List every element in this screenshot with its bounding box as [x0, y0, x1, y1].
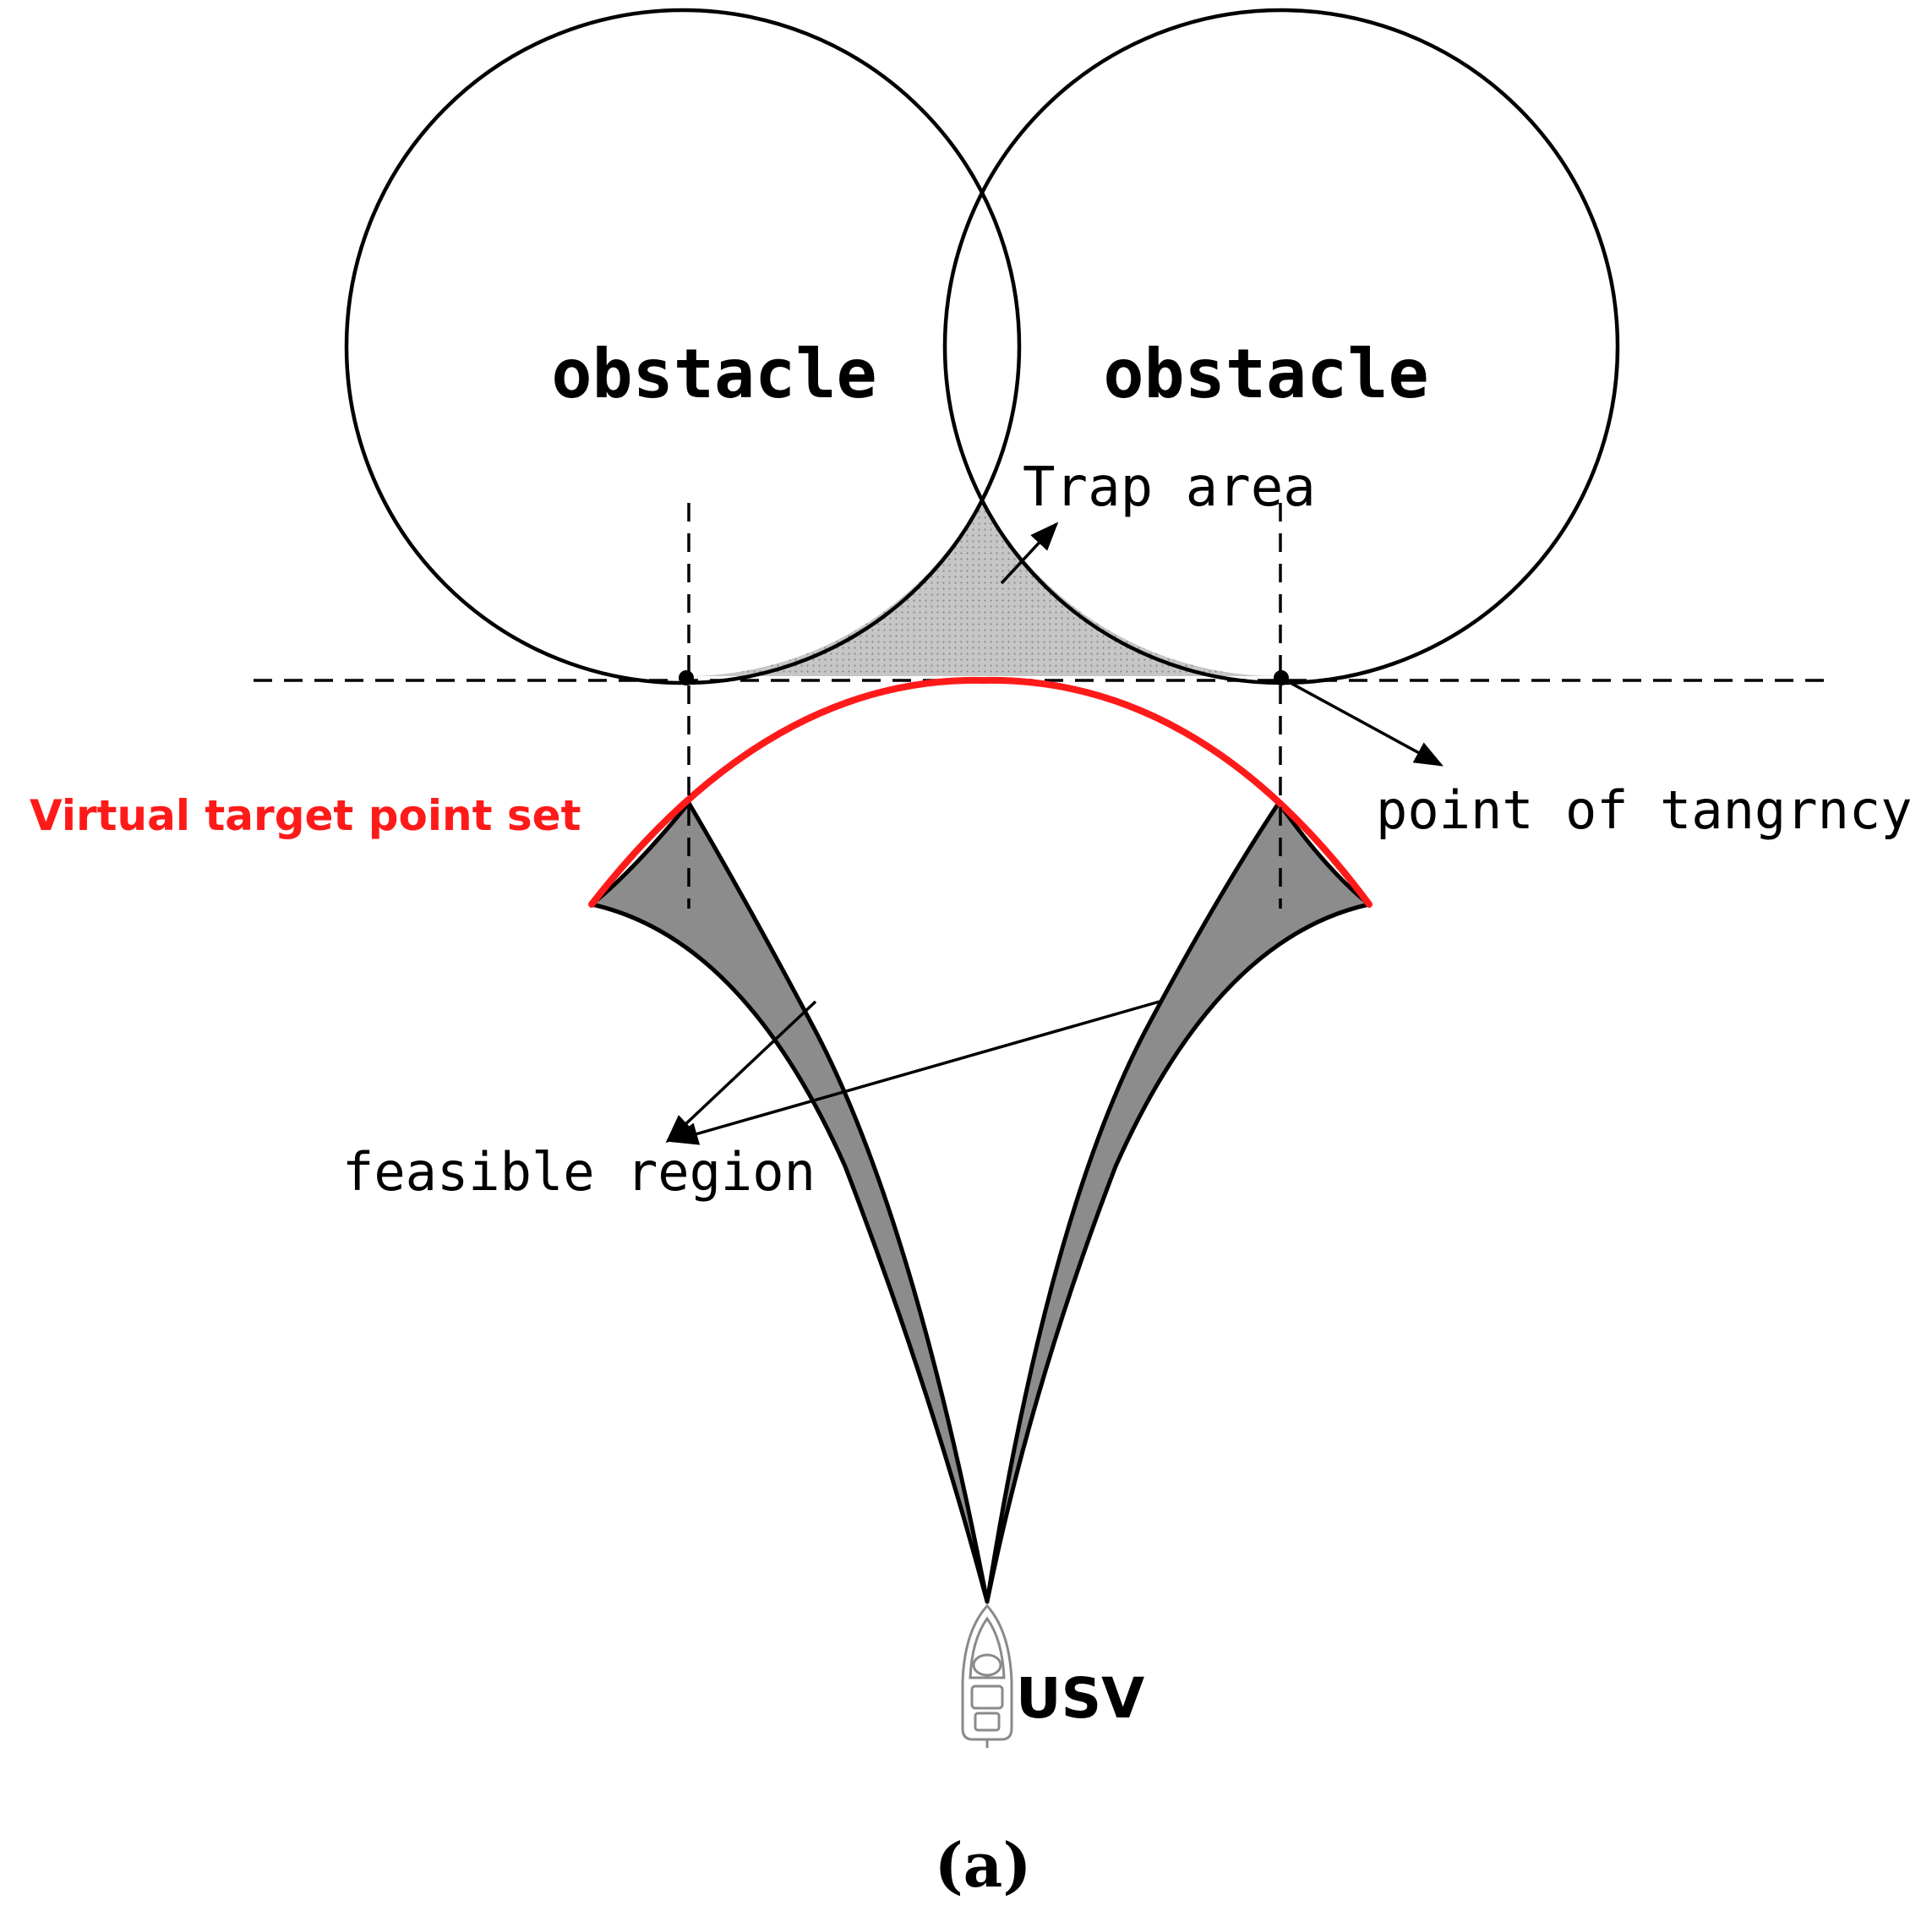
trap-area-arrow [1000, 521, 1059, 585]
feasible-arrow-right [669, 1000, 1160, 1145]
usv-label: USV [1016, 1666, 1144, 1731]
feasible-region-right [985, 800, 1372, 1604]
trap-area-label: Trap area [1023, 456, 1316, 519]
obstacle-label-left: obstacle [551, 335, 876, 413]
trap-area-region [689, 499, 1275, 676]
virtual-target-arc [588, 676, 1373, 908]
virtual-target-label: Virtual target point set [30, 791, 581, 840]
tangency-arrow [1280, 676, 1444, 767]
tangency-point-left [679, 670, 694, 685]
tangency-label: point of tangrncy [1376, 779, 1913, 841]
feasible-region-left [589, 800, 990, 1604]
figure-caption: (a) [935, 1829, 1032, 1901]
obstacle-label-right: obstacle [1103, 335, 1428, 413]
feasible-arrow-left [665, 1000, 817, 1144]
feasible-region-label: feasible region [342, 1141, 816, 1203]
boat-icon [961, 1603, 1013, 1748]
